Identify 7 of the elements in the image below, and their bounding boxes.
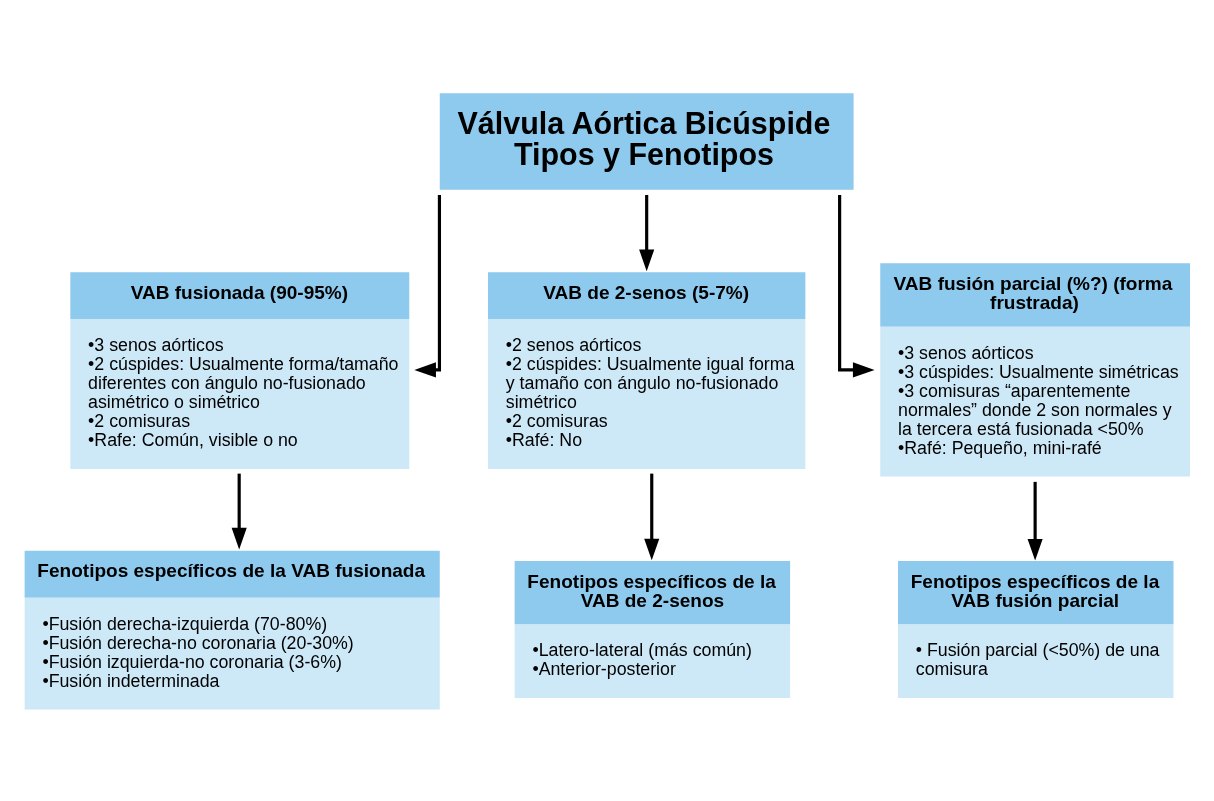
arrow [1027, 481, 1043, 560]
arrow [414, 194, 441, 377]
arrow [838, 194, 875, 377]
arrow [644, 473, 660, 560]
node-box: Válvula Aórtica Bicúspide Tipos y Fenotipos [439, 92, 854, 190]
arrow [231, 473, 247, 549]
arrow [639, 194, 655, 271]
